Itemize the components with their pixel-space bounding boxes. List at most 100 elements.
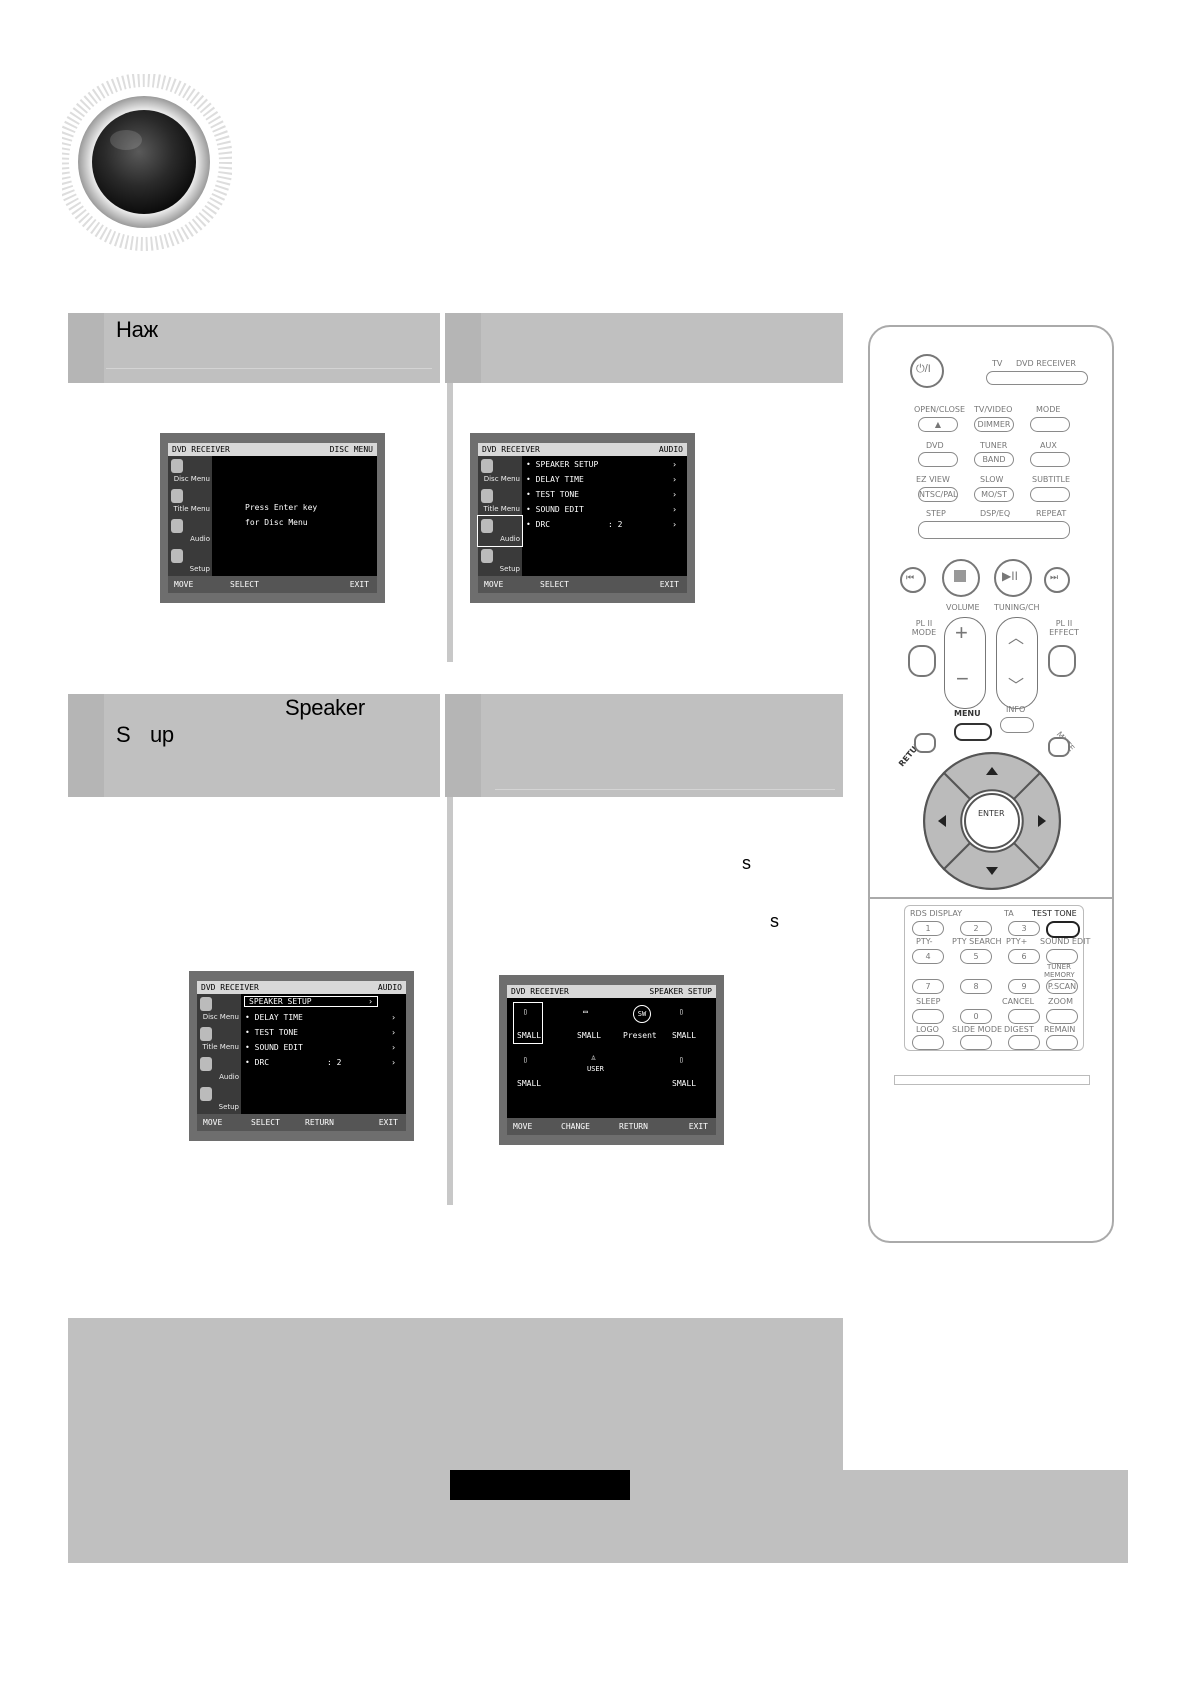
zoom-button[interactable] xyxy=(1046,1009,1078,1024)
enter-label: ENTER xyxy=(978,809,1005,818)
digit-4-button[interactable]: 4 xyxy=(912,949,944,964)
logo-button[interactable] xyxy=(912,1035,944,1050)
remote-label: AUX xyxy=(1040,441,1057,450)
osd-drc-value: : 2 xyxy=(327,1058,342,1067)
step-4-band xyxy=(445,694,843,797)
cancel-button[interactable] xyxy=(1008,1009,1040,1024)
info-button[interactable] xyxy=(1000,717,1034,733)
osd-brand: DVD RECEIVER xyxy=(482,445,540,454)
volume-label: VOLUME xyxy=(946,603,980,612)
play-pause-button[interactable]: ▶II xyxy=(994,559,1032,597)
navigation-pad[interactable]: ENTER xyxy=(922,751,1062,891)
pl-effect-button[interactable] xyxy=(1048,645,1076,677)
remote-label: CANCEL xyxy=(1002,997,1035,1006)
remote-label: SLOW xyxy=(980,475,1004,484)
sleep-button[interactable] xyxy=(912,1009,944,1024)
remote-label: TUNER xyxy=(980,441,1008,450)
osd-side-title-menu: Title Menu xyxy=(168,486,212,516)
remote-label: PTY SEARCH xyxy=(952,937,1002,946)
remote-label: LOGO xyxy=(916,1025,939,1034)
minus-icon: − xyxy=(956,666,969,691)
digit-0-button[interactable]: 0 xyxy=(960,1009,992,1024)
digit-1-button[interactable]: 1 xyxy=(912,921,944,936)
remote-label: SLEEP xyxy=(916,997,941,1006)
prev-button[interactable]: ⏮ xyxy=(900,567,926,593)
remain-button[interactable] xyxy=(1046,1035,1078,1050)
aux-button[interactable] xyxy=(1030,452,1070,467)
remote-label: SOUND EDIT xyxy=(1040,937,1091,946)
slow-button[interactable]: MO/ST xyxy=(974,487,1014,502)
remote-label: TA xyxy=(1004,909,1014,918)
osd-item-sound-edit: • SOUND EDIT xyxy=(245,1043,303,1052)
mode-button[interactable] xyxy=(1030,417,1070,432)
plus-icon: + xyxy=(955,620,968,645)
osd-item-drc: • DRC xyxy=(526,520,551,529)
digit-7-button[interactable]: 7 xyxy=(912,979,944,994)
osd-footer-move: MOVE xyxy=(513,1122,533,1131)
power-icon: ⏻/I xyxy=(916,363,931,375)
mute-button[interactable] xyxy=(1048,737,1070,757)
dvd-button[interactable] xyxy=(918,452,958,467)
tuner-memory-label: TUNER MEMORY xyxy=(1044,963,1075,979)
step-dsp-repeat-buttons[interactable] xyxy=(918,521,1070,539)
dvd-receiver-label: DVD RECEIVER xyxy=(1016,359,1076,368)
osd-title: AUDIO xyxy=(658,445,683,454)
digit-5-button[interactable]: 5 xyxy=(960,949,992,964)
osd-side-title-menu: Title Menu xyxy=(197,1024,241,1054)
ez-view-button[interactable]: NTSC/PAL xyxy=(918,487,958,502)
osd-speaker-fl-size: SMALL xyxy=(517,1031,542,1040)
mode-switch[interactable] xyxy=(986,371,1088,385)
step-3-text-s: S xyxy=(116,722,131,747)
tuning-rocker[interactable]: ︿ ﹀ xyxy=(996,617,1038,709)
osd-item-test-tone: • TEST TONE xyxy=(245,1028,298,1037)
tuner-button[interactable]: BAND xyxy=(974,452,1014,467)
speaker-icon: ▯ xyxy=(523,1007,528,1016)
osd-item-test-tone: • TEST TONE xyxy=(526,490,579,499)
remote-label: PTY+ xyxy=(1006,937,1028,946)
stop-button[interactable] xyxy=(942,559,980,597)
divider xyxy=(870,897,1112,899)
next-button[interactable]: ⏭ xyxy=(1044,567,1070,593)
arrow-icon: › xyxy=(391,1013,396,1022)
subtitle-button[interactable] xyxy=(1030,487,1070,502)
remote-label: SLIDE MODE xyxy=(952,1025,1003,1034)
osd-speaker-sl-size: SMALL xyxy=(517,1079,542,1088)
skip-forward-icon: ⏭ xyxy=(1050,572,1059,582)
digit-8-button[interactable]: 8 xyxy=(960,979,992,994)
osd-item-speaker-setup-selected: SPEAKER SETUP› xyxy=(244,996,378,1007)
volume-rocker[interactable]: + − xyxy=(944,617,986,709)
osd-side-audio: Audio xyxy=(168,516,212,546)
slide-mode-button[interactable] xyxy=(960,1035,992,1050)
arrow-icon: › xyxy=(672,475,677,484)
osd-footer-move: MOVE xyxy=(174,580,194,589)
open-close-button[interactable]: ▲ xyxy=(918,417,958,432)
digit-3-button[interactable]: 3 xyxy=(1008,921,1040,936)
osd-item-speaker-setup: • SPEAKER SETUP xyxy=(526,460,599,469)
digit-9-button[interactable]: 9 xyxy=(1008,979,1040,994)
osd-side-audio-selected: Audio xyxy=(477,515,523,547)
digit-6-button[interactable]: 6 xyxy=(1008,949,1040,964)
speaker-icon: ▭ xyxy=(583,1007,588,1016)
osd-speaker-sr-size: SMALL xyxy=(672,1079,697,1088)
remote-label: RDS DISPLAY xyxy=(910,909,963,918)
power-button[interactable]: ⏻/I xyxy=(910,354,944,388)
digest-button[interactable] xyxy=(1008,1035,1040,1050)
osd-footer-exit: EXIT xyxy=(688,1122,708,1131)
osd-side-disc-menu: Disc Menu xyxy=(197,994,241,1024)
step-1-number-cell xyxy=(68,313,104,383)
step-3-text-speaker: Speaker xyxy=(285,695,365,720)
osd-brand: DVD RECEIVER xyxy=(201,983,259,992)
column-divider xyxy=(447,797,453,1205)
test-tone-button[interactable] xyxy=(1046,921,1080,938)
menu-button[interactable] xyxy=(954,723,992,741)
tv-video-button[interactable]: DIMMER xyxy=(974,417,1014,432)
sound-edit-button[interactable] xyxy=(1046,949,1078,964)
digit-2-button[interactable]: 2 xyxy=(960,921,992,936)
remote-control: ⏻/I TV DVD RECEIVER OPEN/CLOSE TV/VIDEO … xyxy=(868,325,1114,1243)
pl-mode-button[interactable] xyxy=(908,645,936,677)
tuner-memory-button[interactable]: P.SCAN xyxy=(1046,979,1078,994)
return-button[interactable] xyxy=(914,733,936,753)
osd-speaker-center-size: SMALL xyxy=(577,1031,602,1040)
remote-label: DIGEST xyxy=(1004,1025,1034,1034)
